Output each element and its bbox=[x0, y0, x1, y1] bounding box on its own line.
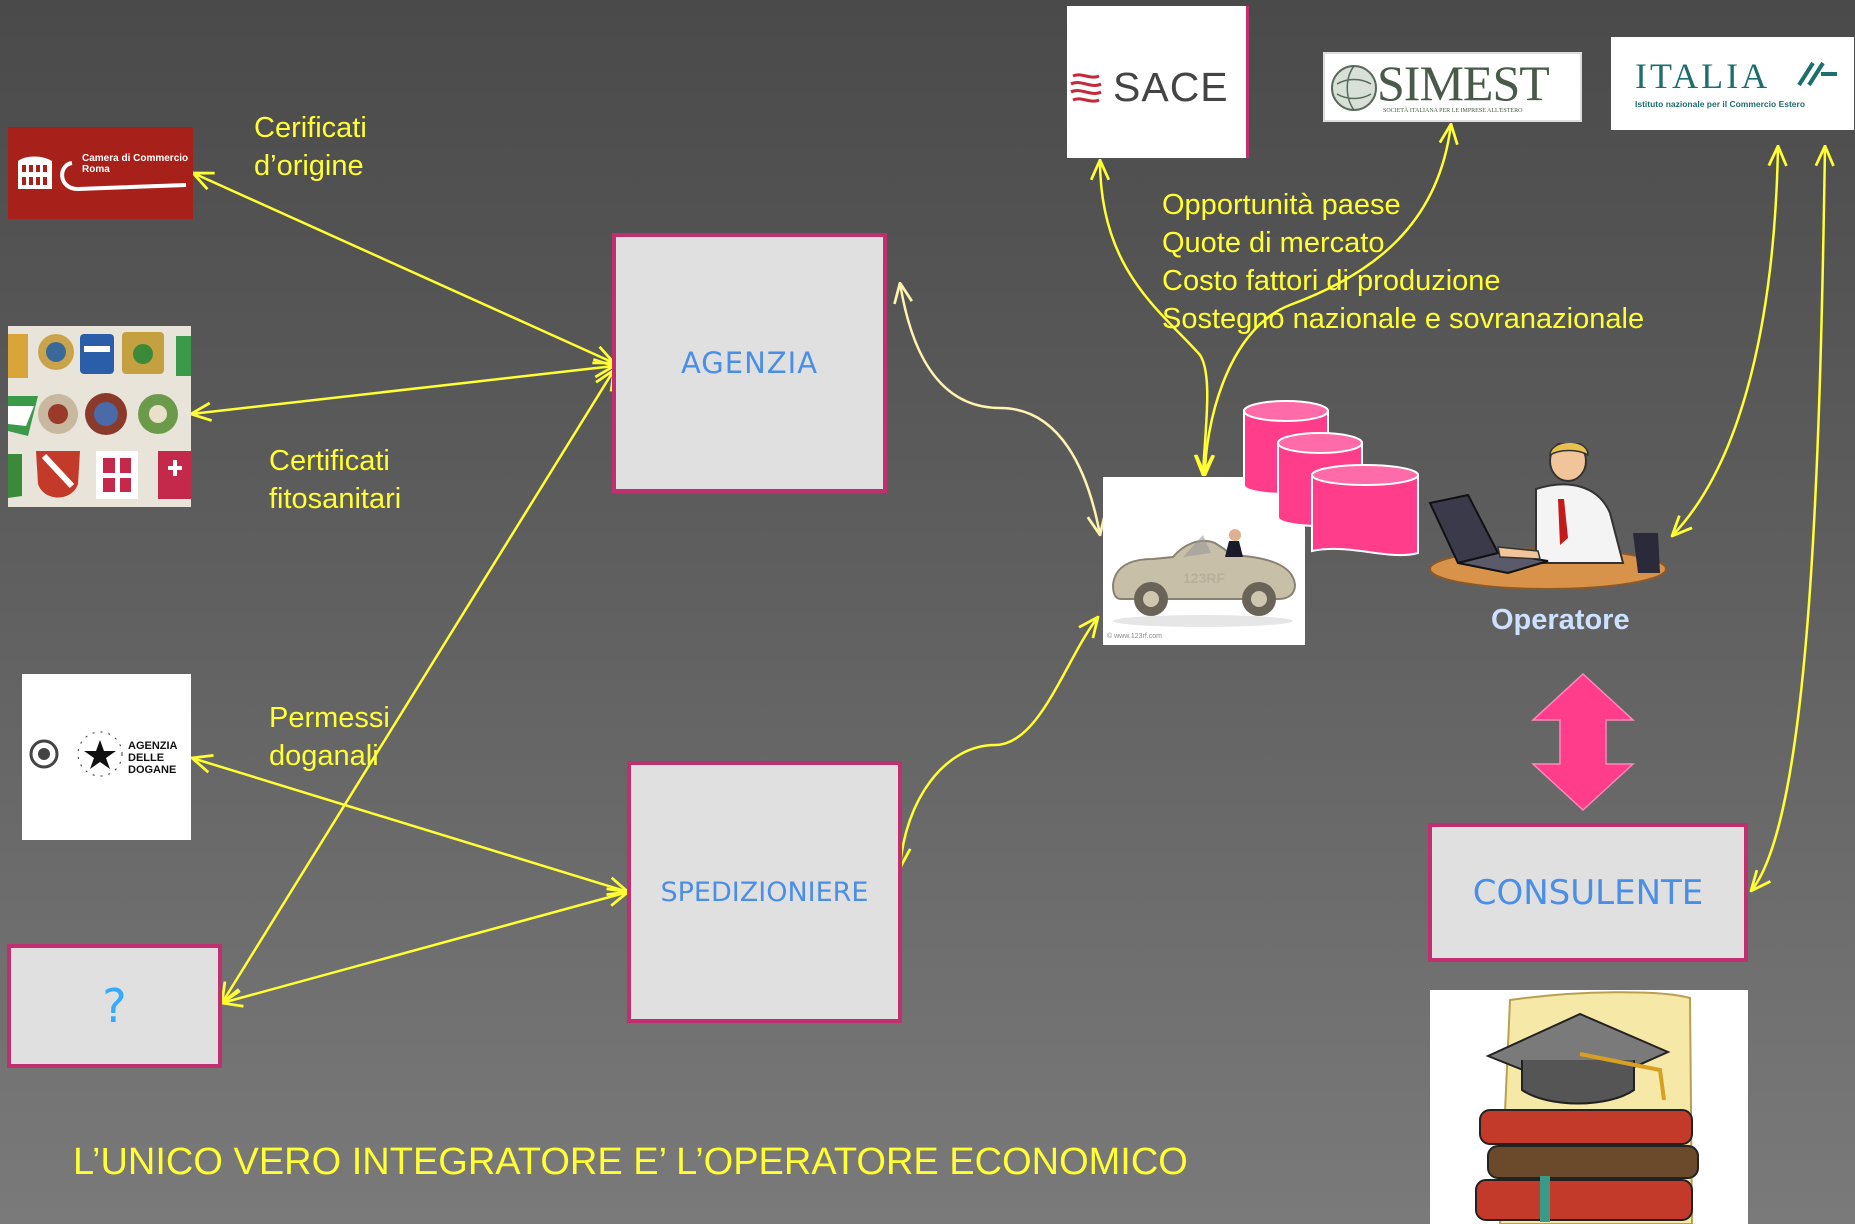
arrow-car-spedizioniere bbox=[900, 617, 1098, 868]
dogane-line-1: AGENZIA bbox=[128, 740, 178, 752]
spedizioniere-box: SPEDIZIONIERE bbox=[627, 761, 902, 1023]
simest-subtitle: SOCIETÀ ITALIANA PER LE IMPRESE ALL'ESTE… bbox=[1383, 108, 1523, 114]
dogane-emblem-icon bbox=[29, 731, 123, 777]
label-certificati-origine: Cerificati d’origine bbox=[254, 109, 367, 185]
sace-wordmark: SACE bbox=[1113, 64, 1229, 110]
info-item: Quote di mercato bbox=[1162, 227, 1385, 259]
camera-name: Camera di Commercio bbox=[82, 153, 189, 164]
arrow-italia-consulente bbox=[1751, 146, 1825, 891]
operatore-label: Operatore bbox=[1491, 604, 1630, 636]
sace-logo: SACE bbox=[1067, 6, 1249, 158]
italia-subtitle: Istituto nazionale per il Commercio Este… bbox=[1635, 99, 1806, 109]
arrow-italia-operatore bbox=[1672, 146, 1778, 536]
label-line: d’origine bbox=[254, 150, 364, 182]
italia-wordmark: ITALIA bbox=[1635, 56, 1771, 96]
info-item: Sostegno nazionale e sovranazionale bbox=[1162, 303, 1645, 335]
simest-wordmark: SIMEST bbox=[1377, 55, 1550, 111]
camera-city: Roma bbox=[82, 164, 110, 175]
info-list: Opportunità paese Quote di mercato Costo… bbox=[1162, 186, 1644, 338]
label-certificati-fitosanitari: Certificati fitosanitari bbox=[269, 442, 401, 518]
label-line: Permessi bbox=[269, 702, 390, 734]
spedizioniere-label: SPEDIZIONIERE bbox=[660, 876, 869, 908]
agenzia-box: AGENZIA bbox=[612, 233, 887, 493]
unknown-actor-box: ? bbox=[7, 944, 222, 1068]
database-stack-icon bbox=[1243, 400, 1419, 557]
label-line: doganali bbox=[269, 740, 379, 772]
simest-logo: SIMEST SOCIETÀ ITALIANA PER LE IMPRESE A… bbox=[1323, 52, 1582, 122]
arrow-simest-car bbox=[1205, 124, 1451, 475]
camera-commercio-logo: Camera di Commercio Roma bbox=[8, 127, 193, 219]
info-item: Costo fattori di produzione bbox=[1162, 265, 1501, 297]
consulente-label: CONSULENTE bbox=[1472, 872, 1704, 913]
colosseum-icon bbox=[18, 156, 187, 192]
arrow-agenzia-car bbox=[900, 283, 1100, 535]
consulente-box: CONSULENTE bbox=[1428, 823, 1748, 962]
ice-chevrons-icon bbox=[1797, 61, 1837, 87]
label-line: Cerificati bbox=[254, 112, 367, 144]
info-item: Opportunità paese bbox=[1162, 189, 1401, 221]
dogane-line-2: DELLE bbox=[128, 752, 165, 764]
sace-waves-icon bbox=[1070, 73, 1102, 103]
agenzia-label: AGENZIA bbox=[680, 346, 819, 380]
car-image: 123RF © www.123rf.com bbox=[1103, 477, 1305, 645]
dogane-line-3: DOGANE bbox=[128, 764, 177, 776]
arrow-unknown-spedizioniere bbox=[222, 892, 628, 1003]
double-arrow-icon bbox=[1531, 672, 1635, 812]
ice-italia-logo: ITALIA Istituto nazionale per il Commerc… bbox=[1611, 37, 1854, 130]
agenzia-dogane-logo: AGENZIA DELLE DOGANE bbox=[22, 674, 191, 840]
unknown-actor-label: ? bbox=[102, 979, 127, 1033]
footer-statement: L’UNICO VERO INTEGRATORE E’ L’OPERATORE … bbox=[73, 1141, 1188, 1183]
label-line: fitosanitari bbox=[269, 483, 402, 515]
books-clipart bbox=[1430, 990, 1748, 1224]
car-watermark: 123RF bbox=[1183, 570, 1226, 586]
label-line: Certificati bbox=[269, 445, 390, 477]
arrow-fito-agenzia bbox=[191, 366, 614, 414]
operator-at-computer-icon bbox=[1428, 443, 1667, 590]
label-permessi-doganali: Permessi doganali bbox=[269, 699, 390, 775]
graduation-books-icon bbox=[1475, 991, 1699, 1224]
car-credit: © www.123rf.com bbox=[1107, 633, 1162, 640]
crests-icon bbox=[8, 332, 191, 499]
arrow-camera-agenzia bbox=[193, 173, 614, 363]
car-icon bbox=[1111, 529, 1297, 627]
globe-icon bbox=[1331, 65, 1377, 111]
arrow-dogane-spedizioniere bbox=[192, 758, 628, 892]
regional-crests-image bbox=[8, 326, 191, 507]
